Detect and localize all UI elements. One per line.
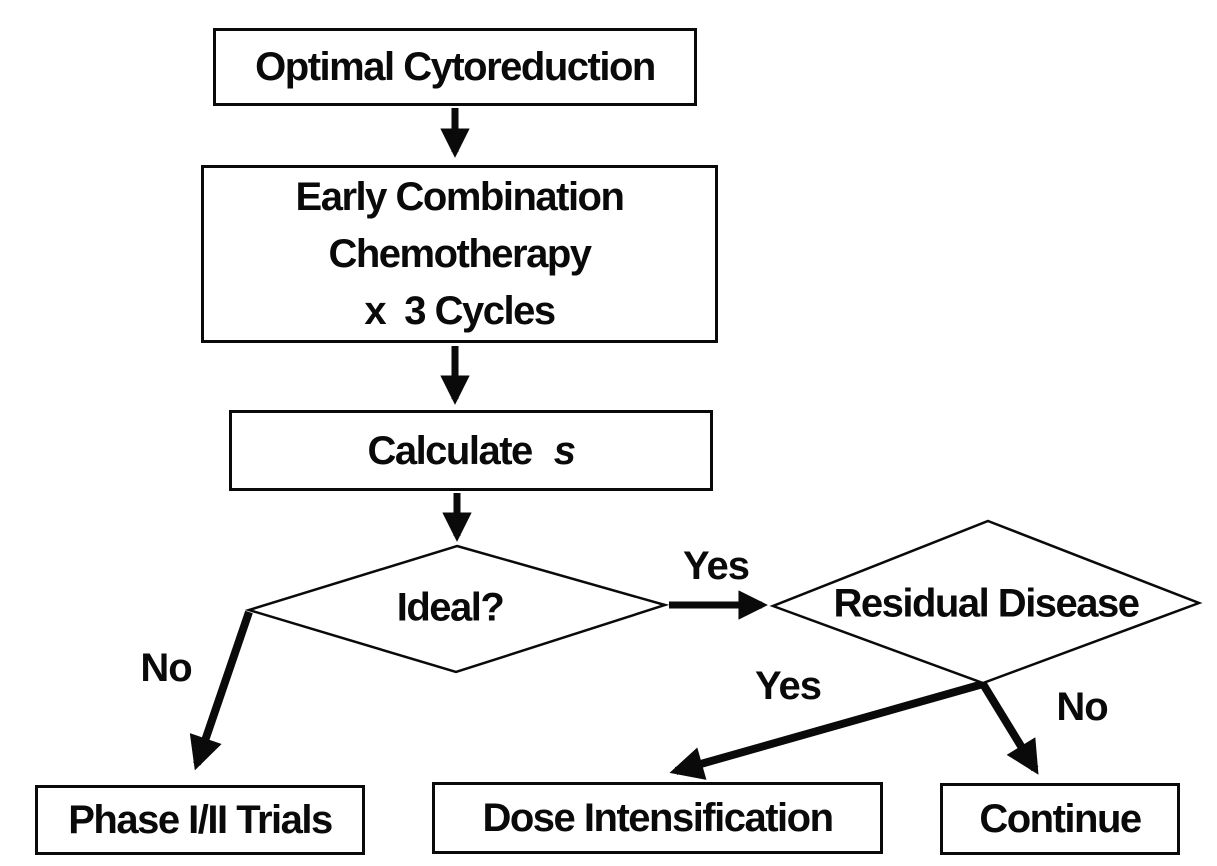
node-continue: Continue: [940, 783, 1180, 855]
node-residual-disease-label: Residual Disease: [833, 581, 1140, 626]
node-calculate-s: Calculate s: [229, 410, 713, 491]
node-calculate-label: Calculate: [367, 428, 533, 473]
node-chemo-line-1: Early Combination: [295, 174, 625, 219]
node-phase-i-ii-trials: Phase I/II Trials: [35, 785, 365, 855]
node-calculate-variable: s: [553, 428, 576, 473]
diamond-residual-disease: [769, 519, 1203, 685]
arrow-ideal-no: [189, 610, 253, 771]
node-ideal-label: Ideal?: [396, 585, 505, 630]
node-dose-intensification: Dose Intensification: [432, 782, 883, 854]
edge-label-ideal-yes: Yes: [683, 544, 750, 588]
edge-label-residual-yes: Yes: [755, 664, 822, 708]
node-chemo-line-3: x 3 Cycles: [364, 288, 556, 333]
node-optimal-cytoreduction: Optimal Cytoreduction: [213, 28, 697, 106]
node-dose-intensification-label: Dose Intensification: [482, 796, 834, 840]
node-continue-label: Continue: [979, 797, 1142, 841]
edge-label-residual-no: No: [1056, 685, 1108, 729]
node-early-combination-chemotherapy: Early Combination Chemotherapy x 3 Cycle…: [201, 165, 718, 343]
node-phase-trials-label: Phase I/II Trials: [68, 798, 333, 842]
node-optimal-cytoreduction-label: Optimal Cytoreduction: [255, 45, 656, 89]
node-chemo-line-2: Chemotherapy: [328, 231, 592, 276]
diamond-ideal: [244, 544, 670, 674]
arrow-residual-no: [979, 681, 1039, 775]
arrow-residual-yes: [669, 680, 985, 780]
edge-label-ideal-no: No: [140, 646, 192, 690]
